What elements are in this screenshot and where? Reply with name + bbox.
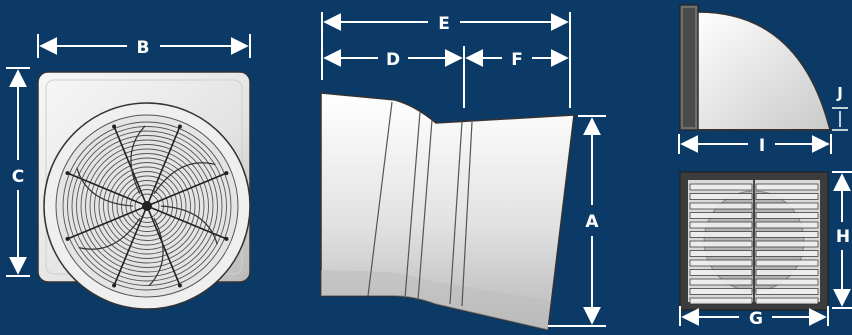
shutter-slat <box>755 259 819 267</box>
guard-ring <box>80 139 214 273</box>
guard-clip <box>65 171 70 176</box>
hood-flange-frame <box>683 8 695 127</box>
label-e: E <box>438 14 450 34</box>
guard-ring <box>134 193 160 219</box>
guard-hub <box>142 201 152 211</box>
dimension-b: B <box>37 34 251 58</box>
guard-ring <box>98 157 196 255</box>
side-band-line-4 <box>449 121 463 305</box>
shutter-slat <box>755 297 819 305</box>
label-a: A <box>585 212 599 232</box>
shutter-slat <box>755 278 819 286</box>
side-cone-shade <box>321 270 548 330</box>
shutter-slat <box>755 193 819 200</box>
shutter-slats <box>689 183 819 305</box>
guard-ring <box>71 130 223 282</box>
guard-clip <box>177 283 182 288</box>
shutter-slat <box>689 259 753 267</box>
dimension-c: C <box>6 67 30 277</box>
guard-blade <box>153 162 216 195</box>
shutter-slat <box>755 183 819 191</box>
dimension-f: F <box>465 49 569 70</box>
shutter-slat <box>689 193 753 200</box>
label-f: F <box>511 50 523 70</box>
guard-clip <box>112 124 117 129</box>
dimension-d: D <box>323 46 465 108</box>
shutter-slat <box>755 240 819 248</box>
shutter-slat <box>755 202 819 210</box>
side-band-line-5 <box>461 121 473 307</box>
dimension-g: G <box>679 306 829 329</box>
guard-spoke <box>67 205 148 240</box>
guard-ring <box>85 144 209 268</box>
guard-ring <box>116 175 178 237</box>
guard-clip <box>177 124 182 129</box>
guard-ring <box>107 166 187 246</box>
guard-ring <box>103 162 191 250</box>
guard-spoke <box>146 205 181 286</box>
shutter-slat <box>689 250 753 257</box>
side-view <box>320 92 575 331</box>
guard-blade <box>78 217 141 250</box>
front-fan-guard <box>62 121 232 291</box>
side-band-line-1 <box>367 101 393 297</box>
front-view <box>37 71 251 310</box>
shutter-slat <box>755 221 819 229</box>
guard-clip <box>112 283 117 288</box>
guard-ring <box>112 171 182 241</box>
dimension-a: A <box>548 115 606 327</box>
label-i: I <box>759 136 765 156</box>
label-c: C <box>12 167 24 187</box>
guard-blade <box>76 167 134 207</box>
shutter-slat <box>755 250 819 257</box>
guard-ring <box>67 126 227 286</box>
shutter-slat <box>755 269 819 276</box>
label-h: H <box>836 227 850 247</box>
guard-spoke <box>113 126 148 207</box>
dimension-e: E <box>321 12 571 108</box>
shutter-slat <box>755 288 819 295</box>
shutter-slat <box>689 240 753 248</box>
guard-ring <box>89 148 205 264</box>
shutter-slat <box>689 278 753 286</box>
guard-ring <box>62 121 232 291</box>
guard-spoke <box>113 205 148 286</box>
label-b: B <box>137 38 150 58</box>
guard-spoke <box>146 172 227 207</box>
shutter-front-view <box>679 171 829 311</box>
label-j: J <box>836 84 843 102</box>
guard-blade <box>130 125 146 195</box>
shutter-slat <box>689 269 753 276</box>
shutter-slat <box>689 297 753 305</box>
label-d: D <box>386 50 400 70</box>
guard-spoke <box>146 126 181 207</box>
shutter-slat <box>689 183 753 191</box>
side-band-line-2 <box>404 111 421 299</box>
hood-side-view <box>679 4 831 131</box>
dimension-h: H <box>832 171 852 309</box>
side-band-line-3 <box>417 119 433 301</box>
shutter-slat <box>689 212 753 219</box>
shutter-slat <box>689 288 753 295</box>
guard-clip <box>65 236 70 241</box>
guard-clip <box>224 171 229 176</box>
label-g: G <box>749 309 763 329</box>
shutter-slat <box>689 221 753 229</box>
guard-blade <box>160 205 218 245</box>
shutter-slat <box>755 231 819 238</box>
guard-ring <box>76 135 218 277</box>
guard-clip <box>224 236 229 241</box>
guard-ring <box>125 184 169 228</box>
guard-blade <box>148 217 164 287</box>
shutter-slat <box>689 231 753 238</box>
shutter-slat <box>755 212 819 219</box>
dimension-i: I <box>678 134 832 156</box>
hood-curve-body <box>697 11 831 131</box>
guard-ring <box>94 153 200 259</box>
dimension-j: J <box>832 84 848 131</box>
shutter-slat <box>689 202 753 210</box>
guard-ring <box>121 180 173 232</box>
